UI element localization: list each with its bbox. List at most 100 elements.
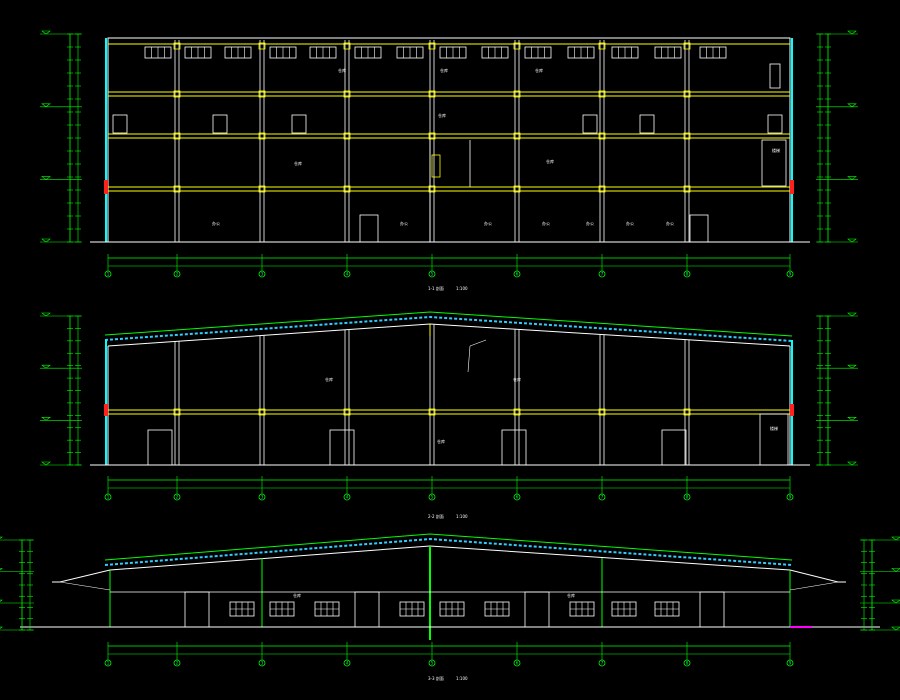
- axis-bubble: [598, 659, 606, 667]
- window: [769, 63, 781, 89]
- column-node: [343, 185, 351, 193]
- column-node: [343, 408, 351, 416]
- column-node: [598, 185, 606, 193]
- window: [184, 46, 212, 59]
- axis-bubble: [258, 659, 266, 667]
- window: [439, 601, 465, 617]
- axis-bubble-label: 7: [601, 660, 604, 665]
- leader-line: [469, 339, 487, 347]
- level-triangle: [891, 536, 900, 541]
- axis-bubble: [683, 659, 691, 667]
- floor-slabs: [108, 91, 790, 192]
- axis-bubble-label: 7: [601, 271, 604, 276]
- column-node: [428, 42, 436, 50]
- column-node: [343, 132, 351, 140]
- axis-bubble-label: 1: [107, 660, 110, 665]
- column-node: [598, 132, 606, 140]
- section-scale: 1:100: [456, 286, 468, 291]
- window: [354, 46, 382, 59]
- right-red-marker: [790, 180, 794, 194]
- window: [654, 46, 682, 59]
- axis-bubble: [513, 493, 521, 501]
- axis-bubble-label: 4: [346, 494, 349, 499]
- column-node: [343, 42, 351, 50]
- door: [639, 114, 655, 134]
- column-node: [683, 42, 691, 50]
- room-label: 办公: [484, 220, 492, 226]
- room-label: 楼梯: [770, 425, 778, 431]
- window: [399, 601, 425, 617]
- section-caption: 3-3 剖面: [428, 675, 444, 681]
- column-node: [683, 185, 691, 193]
- level-triangle: [847, 176, 857, 180]
- window: [524, 46, 552, 59]
- window: [654, 601, 680, 617]
- room-label: 仓库: [546, 158, 554, 164]
- axis-bubble: [173, 270, 181, 278]
- axis-bubble: [786, 270, 794, 278]
- right-dimension-chain: [860, 536, 900, 631]
- axis-bubble: [428, 270, 436, 278]
- column-node: [258, 42, 266, 50]
- axis-bubble-label: 9: [789, 271, 792, 276]
- door: [212, 114, 228, 134]
- room-label: 仓库: [437, 438, 445, 444]
- axis-bubble: [683, 493, 691, 501]
- room-label: 楼梯: [772, 147, 780, 153]
- axis-bubble: [513, 659, 521, 667]
- axis-bubble: [173, 659, 181, 667]
- level-triangle: [847, 461, 857, 466]
- axis-bubble: [343, 659, 351, 667]
- axis-bubble-label: 4: [346, 271, 349, 276]
- window: [309, 46, 337, 59]
- room-label: 仓库: [325, 376, 333, 382]
- window: [314, 601, 340, 617]
- column-node: [428, 185, 436, 193]
- room-label: 办公: [212, 220, 220, 226]
- room-label: 仓库: [293, 592, 301, 598]
- room-label: 仓库: [513, 376, 521, 382]
- stair-shaft: [431, 154, 441, 178]
- columns: [173, 324, 691, 465]
- axis-bubble-label: 6: [516, 660, 519, 665]
- level-triangle: [41, 461, 51, 466]
- right-dimension-chain: [816, 312, 858, 466]
- axis-bubble-label: 7: [601, 494, 604, 499]
- column-node: [428, 90, 436, 98]
- axis-bubble-label: 3: [261, 271, 264, 276]
- window: [229, 601, 255, 617]
- left-red-marker: [104, 180, 108, 194]
- room-label: 仓库: [338, 67, 346, 73]
- axis-bubble: [683, 270, 691, 278]
- axis-bubble-label: 5: [431, 660, 434, 665]
- room-label: 办公: [586, 220, 594, 226]
- axis-bubble: [173, 493, 181, 501]
- section-1-1: 仓库 仓库 仓库 仓库 仓库 仓库 办公 办公 办公 办公 办公 办公 办公 楼…: [40, 30, 858, 291]
- level-triangle: [891, 599, 900, 604]
- columns: [173, 40, 691, 242]
- section-scale: 1:100: [456, 676, 468, 681]
- column-node: [258, 408, 266, 416]
- section-caption: 1-1 剖面: [428, 285, 444, 291]
- column-node: [513, 132, 521, 140]
- window: [481, 46, 509, 59]
- column-node: [683, 90, 691, 98]
- level-triangle: [847, 238, 857, 243]
- axis-bubble-label: 6: [516, 494, 519, 499]
- column-node: [173, 90, 181, 98]
- left-canopy-brace: [59, 581, 111, 591]
- level-triangle: [847, 364, 857, 369]
- window: [269, 46, 297, 59]
- roof-purlins: [104, 315, 793, 342]
- axis-bubble: [258, 270, 266, 278]
- window: [699, 46, 727, 59]
- window: [611, 46, 639, 59]
- section-scale: 1:100: [456, 514, 468, 519]
- axis-bubble-label: 4: [346, 660, 349, 665]
- room-labels: 仓库 仓库 仓库 仓库 仓库 仓库 办公 办公 办公 办公 办公 办公 办公 楼…: [212, 67, 780, 226]
- level-triangle: [891, 568, 900, 572]
